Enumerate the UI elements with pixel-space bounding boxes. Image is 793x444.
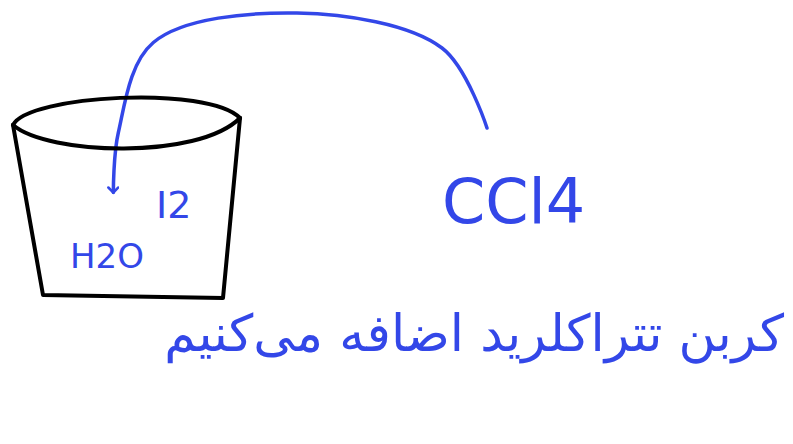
beaker: I2H2O [8,80,253,305]
beaker-line [13,97,240,125]
pour-arrow [113,13,487,193]
handwritten-note: کربن تتراکلرید اضافه می‌کنیم [164,306,784,362]
beaker-line [13,118,240,149]
beaker-line [13,118,240,298]
chemical-formula: CCl4 [442,168,585,236]
chemical-formula: I2 [156,185,191,227]
reagent-note: CCl4 کربن تتراکلرید اضافه می‌کنیم [160,128,790,440]
chemical-formula: H2O [70,238,144,275]
